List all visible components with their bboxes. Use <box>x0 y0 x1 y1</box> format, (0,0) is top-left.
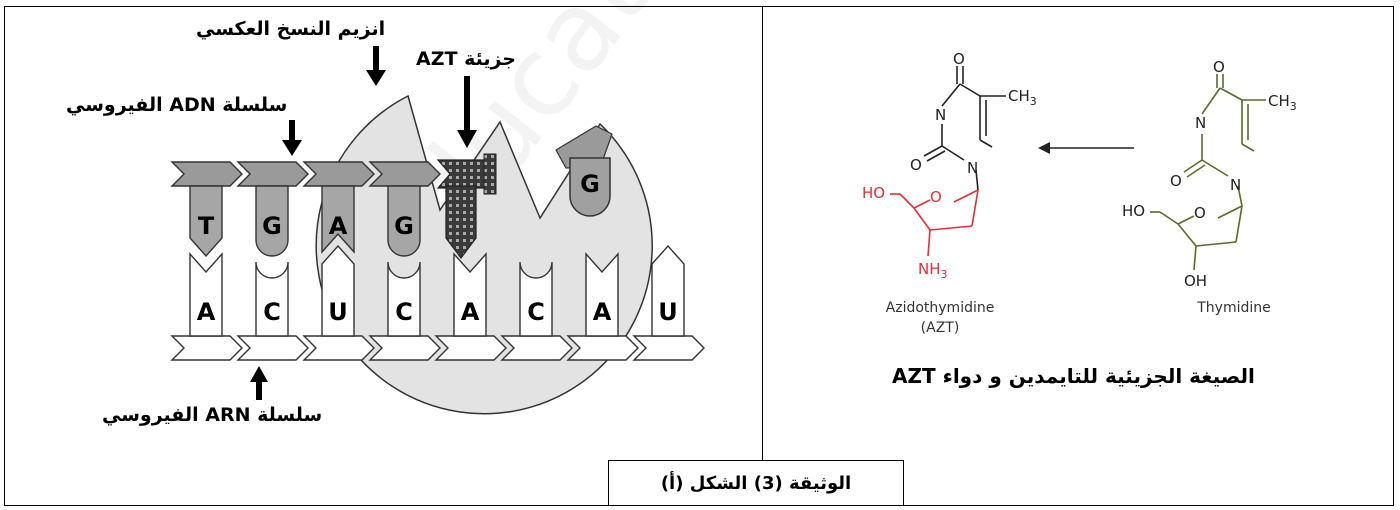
rna-base-label: U <box>658 298 678 326</box>
thymidine-methyl: CH3 <box>1268 92 1297 113</box>
azt-amine-subscript: 3 <box>941 268 948 281</box>
rna-strand-arrow <box>250 366 268 400</box>
thymidine-n3-label: N <box>1195 114 1206 132</box>
azt-methyl-text: CH <box>1008 87 1030 105</box>
figure-caption-box: الوثيقة (3) الشكل (أ) <box>608 460 904 506</box>
rna-backbone-segment <box>566 335 639 361</box>
figure-caption: الوثيقة (3) الشكل (أ) <box>660 472 852 494</box>
dna-base-shape <box>255 185 289 257</box>
thymidine-n1-label: N <box>1230 176 1241 194</box>
rna-base-shape <box>519 261 553 337</box>
rna-base-label: A <box>593 298 612 326</box>
rna-base-label: C <box>395 298 413 326</box>
thymidine-methyl-text: CH <box>1268 92 1290 110</box>
thymidine-structure: O N N O CH3 O HO OH Thymidine <box>1122 58 1297 316</box>
rna-backbone-segment <box>302 335 375 361</box>
rna-base-shape <box>321 244 355 337</box>
reverse-transcription-diagram: G A C U C A C A U T G A G <box>170 46 705 415</box>
panel-divider <box>762 6 763 460</box>
dna-base-shape <box>387 185 421 257</box>
thymidine-methyl-subscript: 3 <box>1290 100 1297 113</box>
rna-base-shape <box>387 261 421 337</box>
azt-amine-text: NH <box>918 260 941 278</box>
dna-base-label: T <box>198 212 215 240</box>
thymidine-name-label: Thymidine <box>1196 300 1271 316</box>
dna-backbone-segment <box>236 161 309 187</box>
rna-base-shape <box>189 252 223 337</box>
azt-hydroxyl-label: HO <box>862 184 885 202</box>
azt-structure: O N N O CH3 O HO NH3 Azidothymidine (AZT… <box>862 50 1037 336</box>
rna-backbone-segment <box>368 335 441 361</box>
dna-base-label: G <box>394 212 414 240</box>
azt-n1-label: N <box>967 159 978 177</box>
dna-base-shape <box>321 185 355 254</box>
thymidine-oxygen-top: O <box>1213 58 1225 76</box>
dna-backbone <box>170 161 441 187</box>
incoming-base-label: G <box>580 170 600 198</box>
azt-molecule <box>436 153 497 259</box>
dna-base-shape <box>189 185 223 258</box>
rna-strand-label: سلسلة ARN الفيروسي <box>102 404 323 426</box>
azt-name-label: Azidothymidine <box>886 300 995 316</box>
rna-backbone-segment <box>170 335 243 361</box>
dna-base-label: A <box>329 212 348 240</box>
dna-strand-arrow <box>282 120 302 156</box>
rna-backbone-segment <box>236 335 309 361</box>
thymidine-oh-label: OH <box>1184 272 1207 290</box>
thymidine-sugar-oxygen: O <box>1194 204 1206 222</box>
enzyme-arrow <box>366 46 386 86</box>
rna-base-label: U <box>328 298 348 326</box>
rna-base-shape <box>453 252 487 337</box>
azt-sugar-oxygen: O <box>930 188 942 206</box>
formula-caption: الصيغة الجزيئية للتايمدين و دواء AZT <box>892 364 1255 388</box>
dna-strand-label: سلسلة ADN الفيروسي <box>66 94 288 116</box>
dna-backbone-segment <box>368 161 441 187</box>
conversion-arrow <box>1038 142 1134 154</box>
dna-backbone-segment <box>302 161 375 187</box>
azt-methyl: CH3 <box>1008 87 1037 108</box>
rna-base-shape <box>585 252 619 337</box>
rna-base-label: C <box>263 298 281 326</box>
azt-arrow <box>457 76 477 148</box>
azt-amine: NH3 <box>918 260 948 281</box>
rna-base-label: A <box>197 298 216 326</box>
rna-base-label: A <box>461 298 480 326</box>
rna-base-shape <box>255 261 289 337</box>
rna-backbone-segment <box>500 335 573 361</box>
rna-base-shape <box>651 244 685 337</box>
thymidine-hydroxyl-label: HO <box>1122 202 1145 220</box>
dna-base-label: G <box>262 212 282 240</box>
rna-base-label: C <box>527 298 545 326</box>
rna-backbone-segment <box>632 335 705 361</box>
rna-backbone-segment <box>434 335 507 361</box>
azt-oxygen-top: O <box>953 50 965 68</box>
thymidine-oxygen-left: O <box>1170 172 1182 190</box>
azt-n3-label: N <box>935 106 946 124</box>
dna-backbone-segment <box>170 161 243 187</box>
azt-molecule-label: جزيئة AZT <box>416 48 516 70</box>
rna-backbone <box>170 335 705 361</box>
enzyme-label: انزيم النسخ العكسي <box>196 18 386 40</box>
chemical-structures: O N N O CH3 O HO NH3 Azidothymidine (AZT… <box>862 50 1297 336</box>
azt-abbr-label: (AZT) <box>921 320 960 336</box>
azt-oxygen-left: O <box>910 156 922 174</box>
azt-methyl-subscript: 3 <box>1030 95 1037 108</box>
incoming-nucleotide <box>555 125 613 217</box>
